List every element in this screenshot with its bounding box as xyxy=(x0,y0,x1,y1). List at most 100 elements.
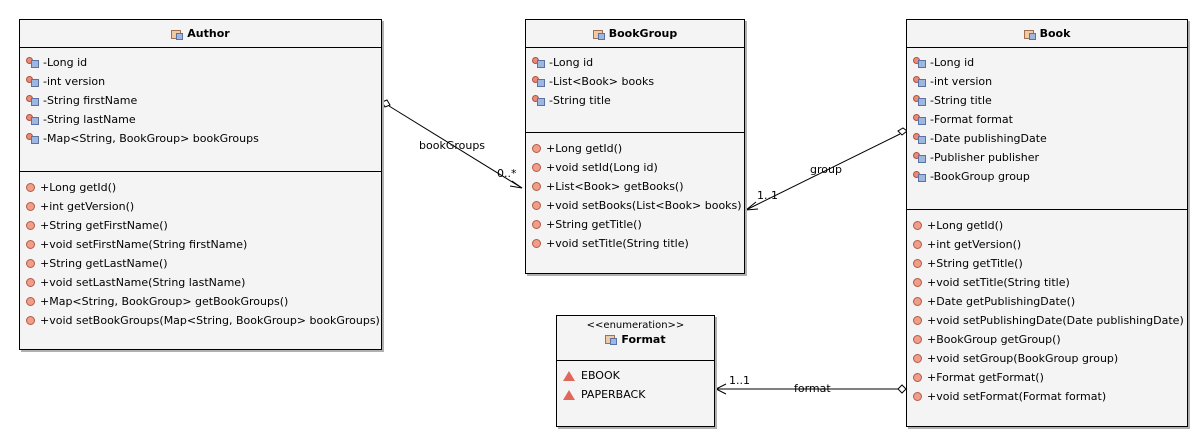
association-bookgroups[interactable] xyxy=(381,99,523,189)
class-icon xyxy=(171,29,184,40)
class-author[interactable]: Author -Long id -int version -String fir… xyxy=(19,19,382,350)
arrow-head xyxy=(744,201,759,211)
field-icon xyxy=(913,95,926,106)
method-icon xyxy=(913,373,922,382)
attribute-row[interactable]: -int version xyxy=(907,72,1187,91)
method-icon xyxy=(26,259,35,268)
operation-row[interactable]: +Date getPublishingDate() xyxy=(907,292,1187,311)
operations-compartment: +Long getId() +int getVersion() +String … xyxy=(20,172,381,330)
method-icon xyxy=(532,239,541,248)
operation-row[interactable]: +BookGroup getGroup() xyxy=(907,330,1187,349)
operation-row[interactable]: +Long getId() xyxy=(526,139,744,158)
operation-row[interactable]: +void setId(Long id) xyxy=(526,158,744,177)
operation-row[interactable]: +void setFirstName(String firstName) xyxy=(20,235,381,254)
attribute-row[interactable]: -String lastName xyxy=(20,110,381,129)
method-icon xyxy=(913,297,922,306)
field-icon xyxy=(913,57,926,68)
attribute-row[interactable]: -Publisher publisher xyxy=(907,148,1187,167)
attribute-row[interactable]: -BookGroup group xyxy=(907,167,1187,186)
operation-row[interactable]: +Long getId() xyxy=(20,178,381,197)
attributes-compartment: -Long id -int version -String firstName … xyxy=(20,48,381,172)
operation-row[interactable]: +int getVersion() xyxy=(20,197,381,216)
method-icon xyxy=(913,221,922,230)
attribute-row[interactable]: -Long id xyxy=(20,53,381,72)
literals-compartment: EBOOK PAPERBACK xyxy=(557,361,714,404)
attribute-row[interactable]: -int version xyxy=(20,72,381,91)
enum-icon xyxy=(605,334,618,345)
attribute-row[interactable]: -String title xyxy=(907,91,1187,110)
class-header: Book xyxy=(907,20,1187,48)
operation-row[interactable]: +void setPublishingDate(Date publishingD… xyxy=(907,311,1187,330)
association-label-format: format xyxy=(794,382,831,395)
operation-row[interactable]: +void setTitle(String title) xyxy=(526,234,744,253)
attribute-row[interactable]: -String title xyxy=(526,91,744,110)
enum-literal-icon xyxy=(563,370,575,381)
operation-row[interactable]: +int getVersion() xyxy=(907,235,1187,254)
field-icon xyxy=(532,95,545,106)
operation-row[interactable]: +void setLastName(String lastName) xyxy=(20,273,381,292)
operation-row[interactable]: +String getTitle() xyxy=(907,254,1187,273)
method-icon xyxy=(913,240,922,249)
field-icon xyxy=(26,76,39,87)
method-icon xyxy=(913,392,922,401)
attribute-row[interactable]: -Long id xyxy=(907,53,1187,72)
operation-row[interactable]: +void setBooks(List<Book> books) xyxy=(526,196,744,215)
class-bookgroup[interactable]: BookGroup -Long id -List<Book> books -St… xyxy=(525,19,745,274)
attribute-row[interactable]: -Map<String, BookGroup> bookGroups xyxy=(20,129,381,148)
association-group[interactable] xyxy=(744,127,908,211)
enum-name: Format xyxy=(621,333,666,346)
method-icon xyxy=(532,163,541,172)
field-icon xyxy=(532,57,545,68)
field-icon xyxy=(913,114,926,125)
field-icon xyxy=(26,95,39,106)
method-icon xyxy=(26,240,35,249)
attribute-row[interactable]: -Format format xyxy=(907,110,1187,129)
attribute-row[interactable]: -Date publishingDate xyxy=(907,129,1187,148)
method-icon xyxy=(913,316,922,325)
class-name: Author xyxy=(187,27,230,40)
method-icon xyxy=(532,201,541,210)
enum-literal-row[interactable]: EBOOK xyxy=(557,366,714,385)
field-icon xyxy=(913,171,926,182)
aggregation-diamond xyxy=(381,99,391,108)
operation-row[interactable]: +void setFormat(Format format) xyxy=(907,387,1187,406)
enum-format[interactable]: <<enumeration>> Format EBOOK PAPERBACK xyxy=(556,315,715,427)
multiplicity-bookgroups: 0..* xyxy=(497,167,517,180)
enum-literal-row[interactable]: PAPERBACK xyxy=(557,385,714,404)
association-format[interactable] xyxy=(714,383,907,395)
association-label-bookgroups: bookGroups xyxy=(419,139,486,152)
enum-header: <<enumeration>> Format xyxy=(557,316,714,361)
field-icon xyxy=(532,76,545,87)
method-icon xyxy=(26,316,35,325)
method-icon xyxy=(913,354,922,363)
attributes-compartment: -Long id -List<Book> books -String title xyxy=(526,48,744,133)
class-icon xyxy=(592,29,605,40)
class-header: Author xyxy=(20,20,381,48)
multiplicity-format: 1..1 xyxy=(729,374,750,387)
operation-row[interactable]: +void setGroup(BookGroup group) xyxy=(907,349,1187,368)
operation-row[interactable]: +void setTitle(String title) xyxy=(907,273,1187,292)
arrow-head xyxy=(509,180,523,189)
attribute-row[interactable]: -Long id xyxy=(526,53,744,72)
operation-row[interactable]: +Long getId() xyxy=(907,216,1187,235)
operation-row[interactable]: +Map<String, BookGroup> getBookGroups() xyxy=(20,292,381,311)
field-icon xyxy=(913,133,926,144)
attribute-row[interactable]: -List<Book> books xyxy=(526,72,744,91)
attributes-compartment: -Long id -int version -String title -For… xyxy=(907,48,1187,210)
operation-row[interactable]: +Format getFormat() xyxy=(907,368,1187,387)
operation-row[interactable]: +String getLastName() xyxy=(20,254,381,273)
association-label-group: group xyxy=(810,163,842,176)
method-icon xyxy=(913,278,922,287)
attribute-row[interactable]: -String firstName xyxy=(20,91,381,110)
class-icon xyxy=(1023,29,1036,40)
class-book[interactable]: Book -Long id -int version -String title… xyxy=(906,19,1188,427)
operation-row[interactable]: +String getTitle() xyxy=(526,215,744,234)
operation-row[interactable]: +String getFirstName() xyxy=(20,216,381,235)
method-icon xyxy=(26,278,35,287)
operations-compartment: +Long getId() +void setId(Long id) +List… xyxy=(526,133,744,253)
operation-row[interactable]: +void setBookGroups(Map<String, BookGrou… xyxy=(20,311,381,330)
method-icon xyxy=(532,220,541,229)
class-name: Book xyxy=(1039,27,1071,40)
operation-row[interactable]: +List<Book> getBooks() xyxy=(526,177,744,196)
